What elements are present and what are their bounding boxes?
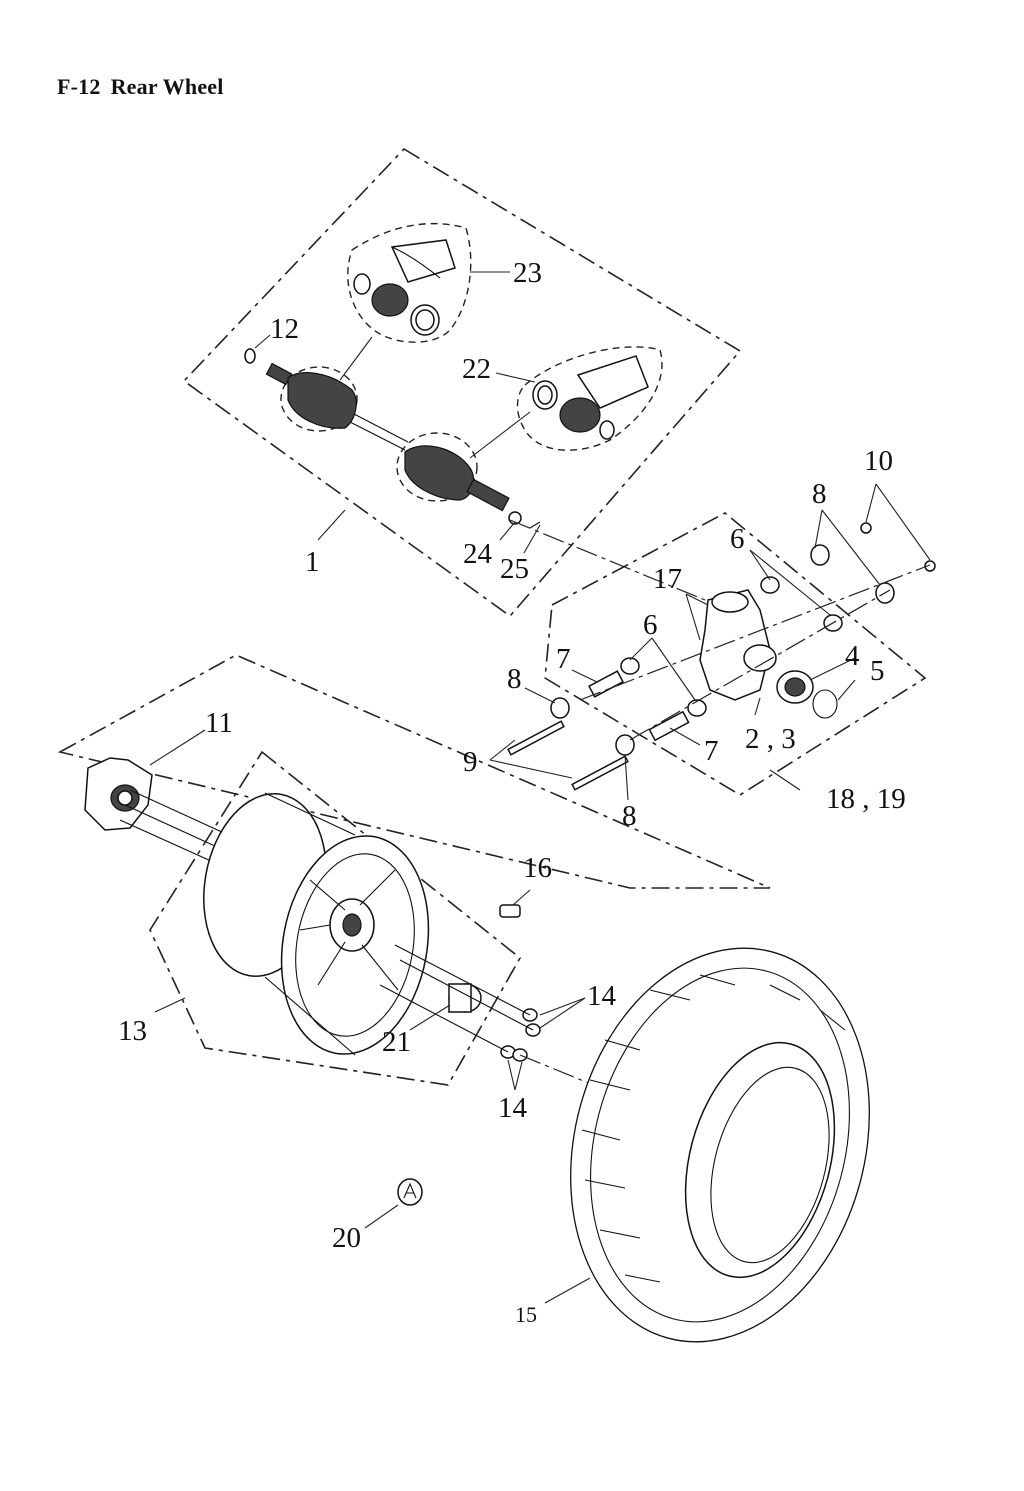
callout-22: 22 [462,353,491,385]
boot-kit-23-outline [347,223,472,343]
callout-24: 24 [463,538,493,570]
callout-14-lower: 14 [498,1092,528,1124]
boot-kit-23 [353,239,456,336]
callout-23: 23 [513,257,542,289]
callout-18-19: 18 , 19 [826,783,906,815]
callout-11: 11 [205,707,233,739]
knuckle-group-outline [544,512,927,796]
callout-16: 16 [523,852,552,884]
callout-6-lower: 6 [643,609,658,641]
callout-13: 13 [118,1015,147,1047]
boot-kit-22-outline [516,346,663,451]
callout-21: 21 [382,1026,411,1058]
callout-7-lower: 7 [704,735,719,767]
outer-cv-joint-outline [396,432,478,502]
callout-20: 20 [332,1222,361,1254]
center-cap-20 [397,1178,423,1206]
page-title: F-12 Rear Wheel [57,74,224,100]
hub-group-outline [57,654,771,889]
knuckle-assembly [507,522,936,791]
callout-25: 25 [500,553,529,585]
callout-14-upper: 14 [587,980,617,1012]
tire-15 [570,947,870,1343]
inner-cv-joint-outline [280,366,358,432]
valve-16 [499,904,521,918]
cotter-pin-25 [529,521,541,529]
callout-1: 1 [305,546,320,578]
callout-8-middle: 8 [507,663,522,695]
spacer-21 [448,983,482,1013]
callout-17: 17 [653,563,682,595]
rim-group-outline [149,750,522,1086]
boot-kit-22 [532,355,649,440]
callout-8-upper: 8 [812,478,827,510]
hub-11 [84,757,153,831]
circlip-12 [244,348,256,364]
callout-4: 4 [845,640,860,672]
driveshaft-group-outline [182,147,742,618]
callout-7-upper: 7 [556,643,571,675]
rim-13 [203,792,430,1056]
callout-12: 12 [270,313,299,345]
circlip-5 [812,689,838,719]
figure-code: F-12 [57,74,101,99]
drive-shaft-assembly [244,348,541,529]
callout-10: 10 [864,445,893,477]
callout-15: 15 [515,1302,537,1327]
callout-8-lower: 8 [622,800,637,832]
callout-9: 9 [463,746,478,778]
callout-2-3: 2 , 3 [745,723,796,755]
callout-5: 5 [870,655,885,687]
figure-title: Rear Wheel [110,74,224,99]
callout-6-upper: 6 [730,523,745,555]
